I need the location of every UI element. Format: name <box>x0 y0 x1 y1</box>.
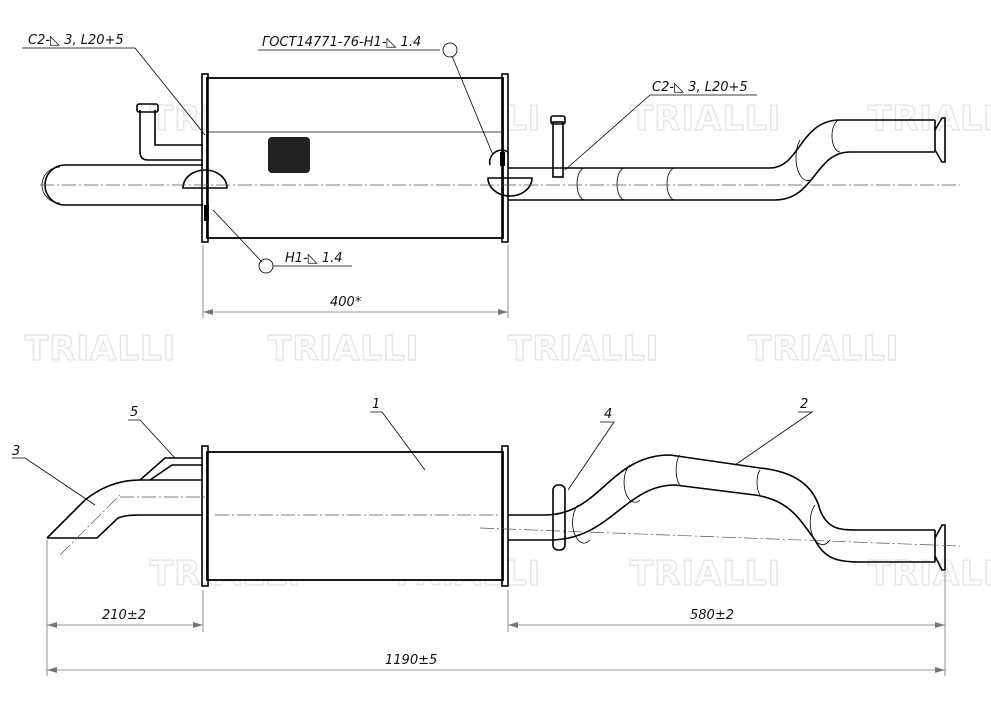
callout-2: 2 <box>800 397 808 412</box>
part4-bracket <box>552 484 566 551</box>
weld-note-gost: ГОСТ14771-76-Н1-◺ 1.4 <box>262 35 421 50</box>
dim-outlet: 580±2 <box>690 608 734 623</box>
callout-3: 3 <box>12 444 20 459</box>
callout-5: 5 <box>130 405 138 420</box>
outlet-flange <box>934 524 946 571</box>
watermark: TRIALLI <box>868 99 991 139</box>
small-tube <box>139 110 203 161</box>
watermark-logos: TRIALLI TRIALLI TRIALLI TRIALLI TRIALLI … <box>24 98 991 595</box>
dim-inlet: 210±2 <box>102 608 146 623</box>
dim-body-length: 400* <box>330 295 362 310</box>
watermark: TRIALLI <box>508 329 659 369</box>
weld-note-bottom: Н1-◺ 1.4 <box>285 251 343 266</box>
part5-tube <box>139 457 203 481</box>
watermark: TRIALLI <box>25 329 176 369</box>
outlet-flange <box>934 117 946 163</box>
weld-note-left: C2-◺ 3, L20+5 <box>28 33 124 48</box>
top-view: C2-◺ 3, L20+5 ГОСТ14771-76-Н1-◺ 1.4 C2-◺… <box>22 33 960 318</box>
weld-note-right: C2-◺ 3, L20+5 <box>652 80 748 95</box>
inlet-pipe <box>46 479 203 539</box>
outlet-pipe <box>508 454 935 563</box>
watermark: TRIALLI <box>868 554 991 594</box>
watermark: TRIALLI <box>268 329 419 369</box>
dim-total: 1190±5 <box>385 653 437 668</box>
side-view: 3 5 1 4 2 210±2 580±2 1190±5 <box>12 397 961 676</box>
label-plate <box>268 137 310 173</box>
watermark: TRIALLI <box>630 554 781 594</box>
watermark: TRIALLI <box>630 99 781 139</box>
callout-1: 1 <box>372 397 380 412</box>
watermark: TRIALLI <box>748 329 899 369</box>
muffler-body <box>206 451 504 581</box>
muffler-body <box>206 77 504 239</box>
callout-4: 4 <box>604 407 612 422</box>
